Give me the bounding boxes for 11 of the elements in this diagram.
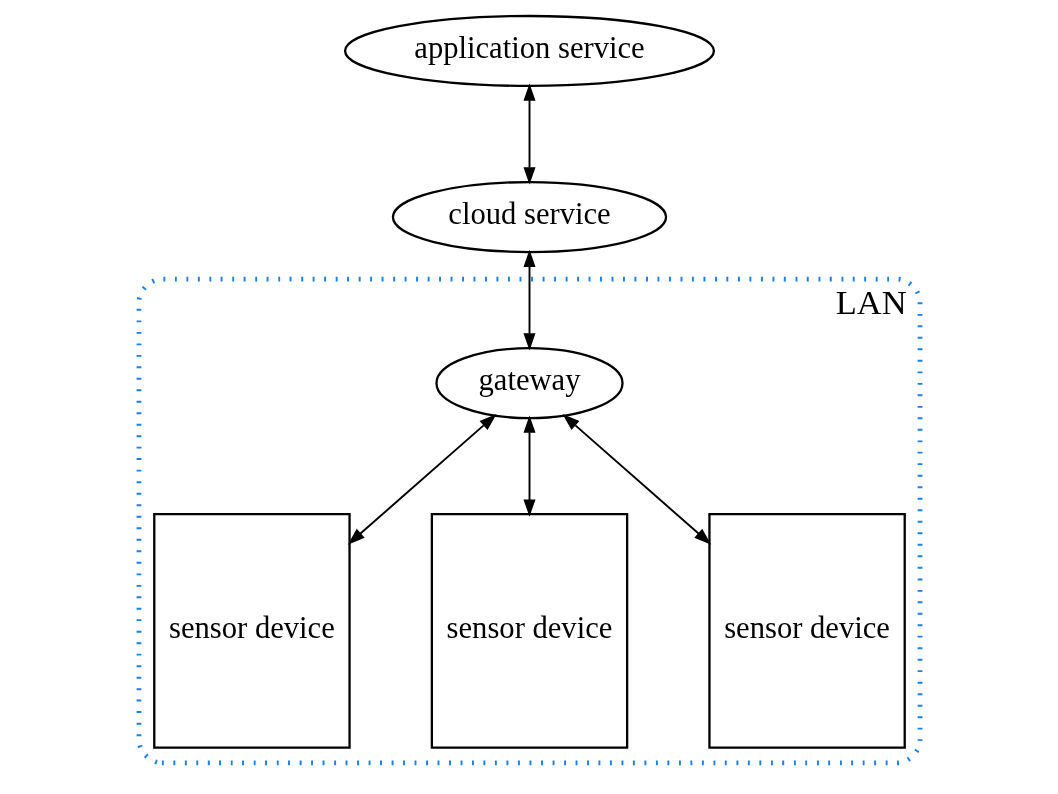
node-ellipse: cloud service [391,180,667,254]
node-box: sensor device [430,512,628,749]
arrow [522,249,536,351]
node-box: sensor device [707,512,906,749]
arrow [347,414,497,545]
arrow [561,414,711,545]
arrow [522,83,536,185]
node-ellipse: application service [343,14,715,88]
node-box: sensor device [152,512,351,749]
arrow [522,415,536,517]
node-ellipse: gateway [434,347,624,420]
